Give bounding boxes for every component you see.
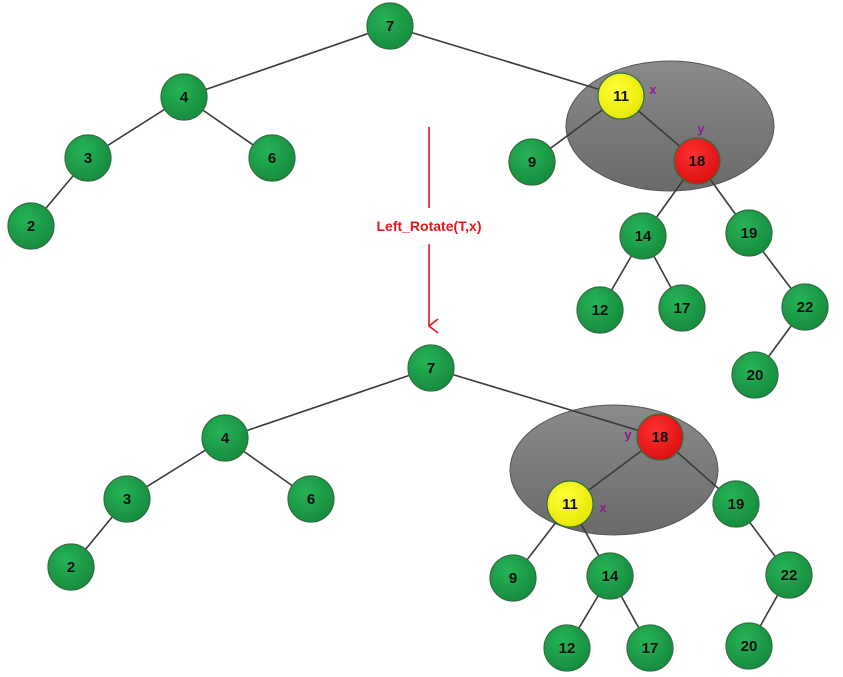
node-label: 22 [797, 299, 814, 316]
tree-node-14[interactable]: 14 [586, 552, 634, 600]
node-label: 20 [747, 367, 764, 384]
node-label: 3 [84, 150, 92, 167]
node-label: 19 [741, 225, 758, 242]
node-label: 11 [562, 496, 578, 513]
tree-node-19[interactable]: 19 [712, 480, 760, 528]
rotation-arrow: Left_Rotate(T,x) [376, 127, 482, 334]
tree-node-3[interactable]: 3 [64, 134, 112, 182]
tree-node-6[interactable]: 6 [287, 475, 335, 523]
node-label: 6 [307, 491, 315, 508]
tree-node-20[interactable]: 20 [725, 622, 773, 670]
tree-node-9[interactable]: 9 [489, 554, 537, 602]
tree-after: 7 4 3 6 2 18 y 11 x 19 [47, 344, 813, 672]
node-label: 12 [559, 640, 576, 657]
node-label: 7 [427, 360, 435, 377]
node-label: 9 [528, 154, 536, 171]
node-label: 2 [67, 559, 75, 576]
highlight-ellipse-before [565, 60, 775, 192]
node-label: 9 [509, 570, 517, 587]
node-label: 17 [642, 640, 659, 657]
node-label: 12 [592, 302, 609, 319]
node-label: 7 [386, 18, 394, 35]
node-label: 2 [27, 218, 35, 235]
tree-node-4[interactable]: 4 [160, 73, 208, 121]
tree-node-12[interactable]: 12 [576, 286, 624, 334]
node-label: 4 [180, 89, 189, 106]
pointer-tag-y: y [697, 121, 705, 136]
tree-node-7[interactable]: 7 [407, 344, 455, 392]
tree-node-9[interactable]: 9 [508, 138, 556, 186]
edge [389, 25, 622, 97]
tree-node-22[interactable]: 22 [765, 551, 813, 599]
tree-before: 7 4 3 6 2 11 x 9 18 y [7, 2, 829, 399]
node-label: 14 [635, 228, 652, 245]
node-label: 17 [674, 300, 691, 317]
tree-node-20[interactable]: 20 [731, 351, 779, 399]
tree-node-11-x[interactable]: 11 [546, 480, 594, 528]
tree-node-7[interactable]: 7 [366, 2, 414, 50]
highlight-ellipse-after [509, 404, 719, 536]
tree-node-18-y[interactable]: 18 [673, 137, 721, 185]
pointer-tag-x: x [599, 500, 607, 515]
node-label: 4 [221, 430, 230, 447]
tree-node-17[interactable]: 17 [658, 284, 706, 332]
node-label: 11 [613, 88, 629, 105]
node-label: 18 [689, 153, 706, 170]
pointer-tag-y: y [624, 427, 632, 442]
pointer-tag-x: x [649, 82, 657, 97]
edge [183, 25, 391, 98]
tree-node-22[interactable]: 22 [781, 283, 829, 331]
tree-node-4[interactable]: 4 [201, 414, 249, 462]
node-label: 6 [268, 150, 276, 167]
tree-node-18-y[interactable]: 18 [636, 413, 684, 461]
tree-node-3[interactable]: 3 [103, 475, 151, 523]
node-label: 20 [741, 638, 758, 655]
rotation-label: Left_Rotate(T,x) [376, 218, 481, 234]
tree-node-11-x[interactable]: 11 [597, 72, 645, 120]
edge [430, 367, 661, 438]
tree-node-2[interactable]: 2 [7, 202, 55, 250]
tree-node-17[interactable]: 17 [626, 624, 674, 672]
node-label: 14 [602, 568, 619, 585]
node-label: 18 [652, 429, 669, 446]
tree-node-19[interactable]: 19 [725, 209, 773, 257]
tree-node-6[interactable]: 6 [248, 134, 296, 182]
node-label: 3 [123, 491, 131, 508]
edge [224, 367, 432, 439]
tree-node-2[interactable]: 2 [47, 543, 95, 591]
node-label: 22 [781, 567, 798, 584]
tree-node-14[interactable]: 14 [619, 212, 667, 260]
tree-node-12[interactable]: 12 [543, 624, 591, 672]
node-label: 19 [728, 496, 745, 513]
